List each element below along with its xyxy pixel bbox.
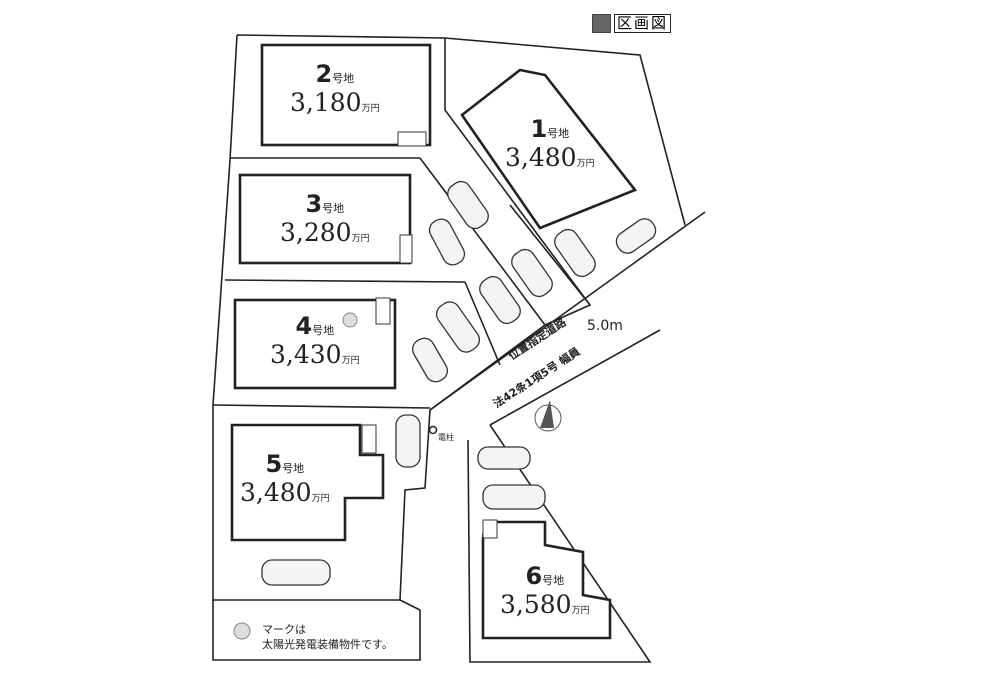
- solar-note-2: 太陽光発電装備物件です。: [262, 638, 393, 651]
- lot-divider: [509, 204, 591, 306]
- lot6-boundary: [467, 424, 652, 663]
- legend: 区画図: [592, 14, 672, 33]
- lot-divider: [419, 157, 546, 326]
- lot5-lower-boundary: [212, 599, 421, 661]
- lot-2-label: 2号地 3,180万円: [290, 60, 380, 117]
- road-lower-edge: [489, 329, 661, 426]
- building-lot5: [230, 423, 385, 542]
- building-lot3: [238, 173, 412, 265]
- lot-divider: [212, 404, 431, 409]
- building-lot1: [460, 68, 638, 230]
- lot-1-label: 1号地 3,480万円: [505, 115, 595, 172]
- lot1-boundary: [444, 37, 686, 226]
- solar-note-1: マークは: [262, 623, 306, 636]
- parking-cars: [261, 180, 657, 586]
- road-upper-edge: [429, 211, 706, 411]
- north-arrow-icon: [534, 400, 562, 432]
- pole-label: 電柱: [438, 433, 454, 442]
- utility-pole-icon: [428, 425, 438, 435]
- lot-3-label: 3号地 3,280万円: [280, 190, 370, 247]
- road-width: 5.0m: [587, 318, 623, 334]
- lot-5-label: 5号地 3,480万円: [240, 450, 330, 507]
- building-lot2: [260, 43, 432, 147]
- legend-label: 区画図: [614, 14, 672, 33]
- building-lot6: [481, 520, 612, 640]
- solar-mark-icon: [233, 312, 358, 640]
- lot-6-label: 6号地 3,580万円: [500, 562, 590, 619]
- lot-4-label: 4号地 3,430万円: [270, 312, 360, 369]
- lot-divider: [464, 281, 501, 366]
- building-lot4: [233, 298, 397, 390]
- lot-divider: [224, 279, 466, 283]
- legend-swatch: [592, 14, 611, 33]
- entrance-steps: [361, 131, 498, 539]
